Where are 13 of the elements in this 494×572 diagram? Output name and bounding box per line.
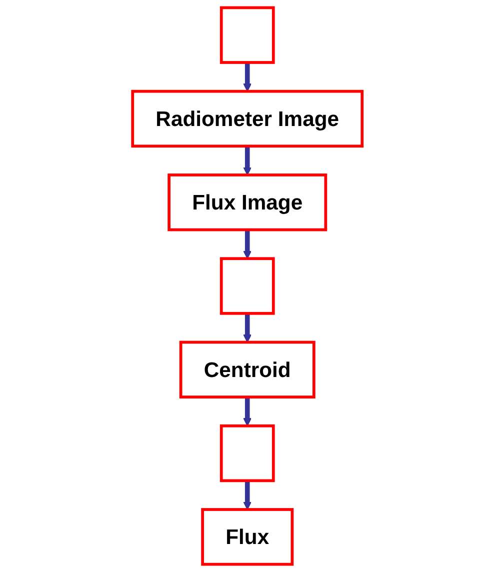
node-box: Centroid [179, 340, 315, 398]
arrow [242, 62, 252, 92]
node-box: Flux [200, 508, 294, 566]
arrow [242, 146, 252, 176]
arrow [242, 230, 252, 259]
arrow [242, 480, 252, 510]
node-box: Radiometer Image [130, 90, 364, 148]
node-box: Flux Image [167, 174, 327, 232]
arrow [242, 397, 252, 426]
node-box [220, 424, 274, 482]
arrow [242, 313, 252, 343]
node-box [220, 257, 274, 315]
node-box [220, 6, 274, 64]
